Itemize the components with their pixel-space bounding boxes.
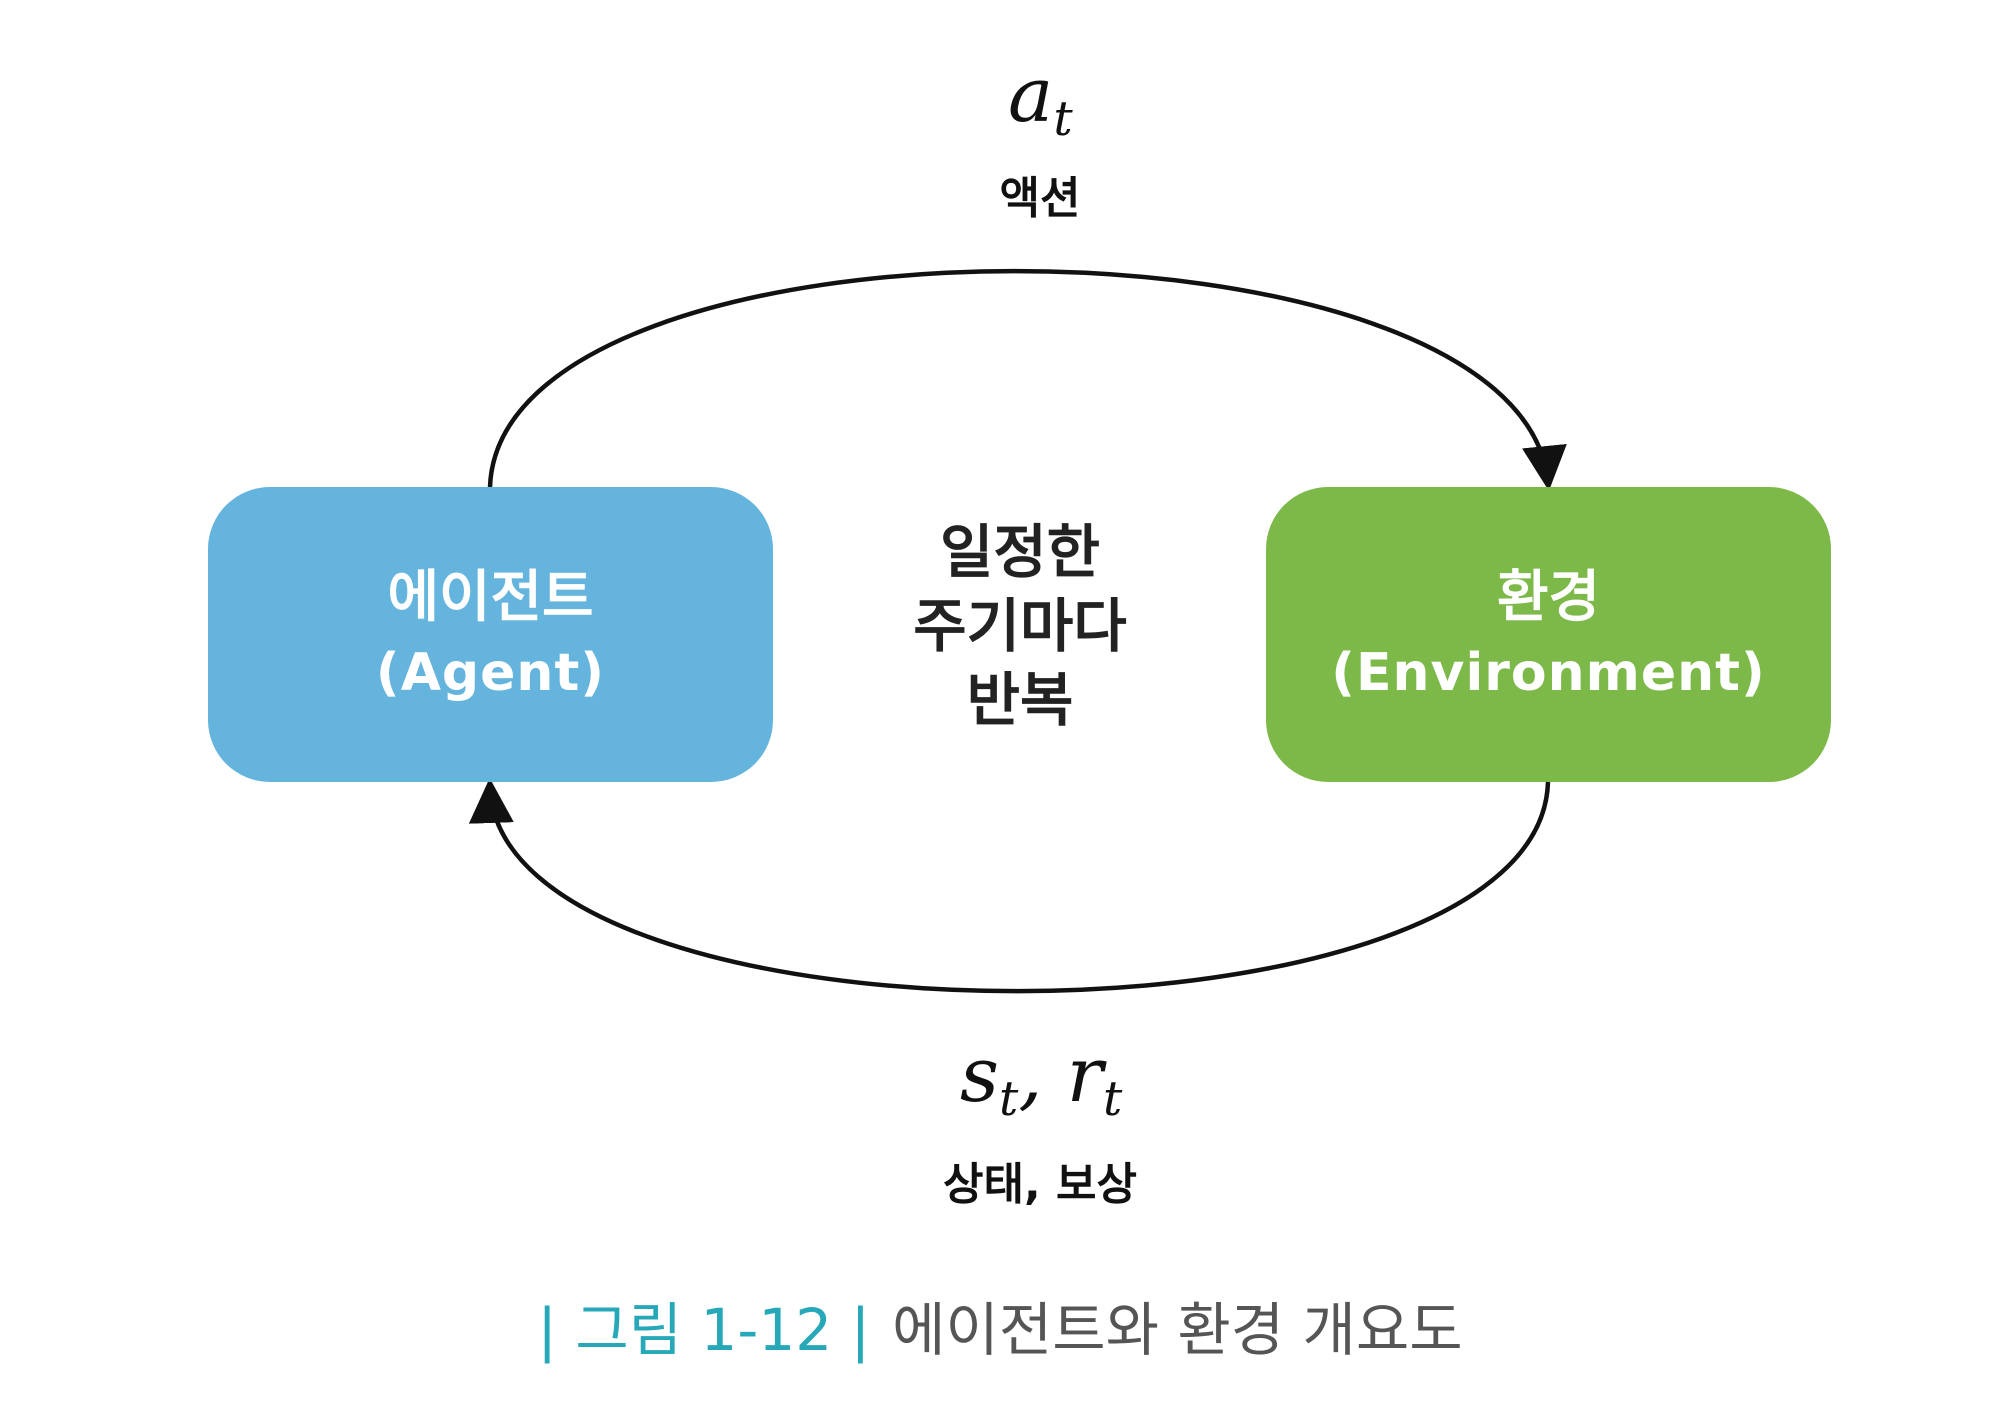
figure-caption-text: 에이전트와 환경 개요도 (892, 1296, 1463, 1364)
feedback-arrow (468, 778, 1551, 994)
feedback-separator: , (1018, 1030, 1067, 1119)
environment-label: 환경 (1496, 564, 1601, 630)
figure-caption: | 그림 1-12 | 에이전트와 환경 개요도 (0, 1283, 2000, 1367)
agent-sublabel: (Agent) (375, 643, 606, 704)
center-line-3: 반복 (966, 666, 1074, 734)
center-annotation: 일정한 주기마다 반복 (870, 515, 1170, 737)
action-arrow (487, 268, 1567, 491)
action-symbol-main: a (1008, 50, 1054, 139)
action-symbol: at (1008, 50, 1073, 147)
agent-label: 에이전트 (387, 564, 594, 630)
feedback-symbol: st, rt (960, 1030, 1122, 1127)
agent-node: 에이전트 (Agent) (208, 487, 773, 782)
state-subscript: t (999, 1071, 1019, 1127)
center-line-1: 일정한 (939, 518, 1101, 586)
figure-number: | 그림 1-12 | (537, 1296, 871, 1364)
center-line-2: 주기마다 (913, 592, 1127, 660)
action-label: 액션 (999, 173, 1081, 224)
feedback-label: 상태, 보상 (943, 1159, 1137, 1210)
environment-node: 환경 (Environment) (1266, 487, 1831, 782)
state-symbol: s (960, 1030, 1000, 1119)
environment-sublabel: (Environment) (1331, 643, 1766, 704)
action-symbol-subscript: t (1053, 91, 1073, 147)
reward-subscript: t (1102, 1071, 1123, 1127)
reward-symbol: r (1066, 1030, 1103, 1119)
